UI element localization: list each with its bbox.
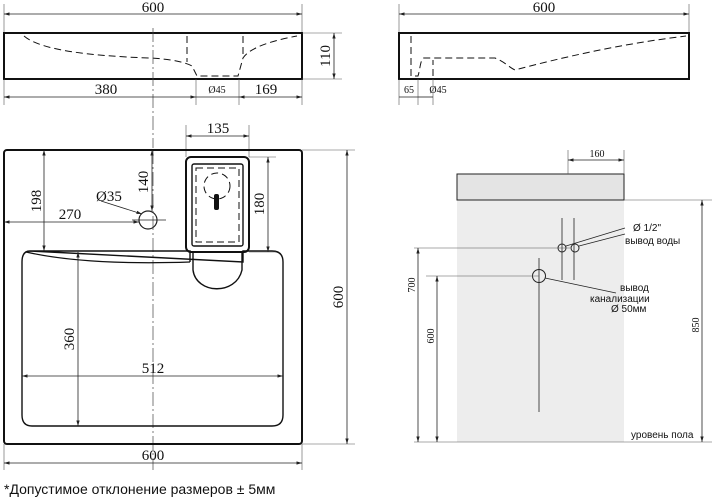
wall-panel: [457, 200, 624, 442]
front-basin-contour: [23, 35, 298, 77]
height-700-label: 700: [407, 278, 418, 293]
box-height-label: 180: [252, 193, 268, 216]
front-elevation-view: 600 110 380 Ø45 169: [3, 0, 342, 148]
overflow-height-label: 198: [29, 190, 45, 213]
drain-diameter: Ø 50мм: [611, 304, 647, 315]
faucet-box-width-label: 135: [207, 121, 230, 137]
faucet-box: [185, 156, 250, 253]
cabinet-width-label: 160: [590, 149, 605, 160]
top-left-label: 380: [95, 82, 118, 98]
floor-level-label: уровень пола: [631, 430, 694, 441]
drain-label-1: вывод: [620, 283, 649, 294]
side-basin-contour: [410, 35, 687, 77]
bowl-depth-label: 360: [62, 328, 78, 351]
bowl-width-label: 512: [142, 361, 165, 377]
bowl-outline: [21, 250, 284, 427]
water-pipe-right: [570, 243, 580, 253]
side-outline: [398, 32, 690, 80]
top-drain-label: Ø45: [208, 85, 225, 96]
side-left-label: 65: [404, 85, 414, 96]
plan-view: 135 198 140 Ø35 270 180 36: [3, 121, 355, 470]
faucet-offset-label: 140: [136, 171, 152, 194]
drain-hole: [203, 172, 231, 200]
side-drain-label: Ø45: [429, 85, 446, 96]
tolerance-note: *Допустимое отклонение размеров ± 5мм: [4, 481, 275, 497]
side-width-label: 600: [533, 0, 556, 16]
installation-view: 160 Ø 1/2" вывод воды вывод канализации …: [407, 149, 712, 443]
top-width-label: 600: [142, 0, 165, 16]
water-outlet-label: вывод воды: [625, 236, 680, 247]
height-600-label: 600: [426, 329, 437, 344]
sink-profile: [456, 173, 625, 201]
overflow-offset-label: 270: [59, 207, 82, 223]
top-height-label: 110: [318, 45, 334, 67]
water-pipe-size: Ø 1/2": [633, 223, 661, 234]
total-width-label: 600: [142, 448, 165, 464]
overflow-diameter-label: Ø35: [96, 189, 122, 205]
top-right-label: 169: [255, 82, 278, 98]
drain-label-2: канализации: [590, 294, 650, 305]
total-depth-label: 600: [331, 286, 347, 309]
side-elevation-view: 600 65 Ø45: [398, 0, 690, 105]
height-850-label: 850: [691, 318, 702, 333]
